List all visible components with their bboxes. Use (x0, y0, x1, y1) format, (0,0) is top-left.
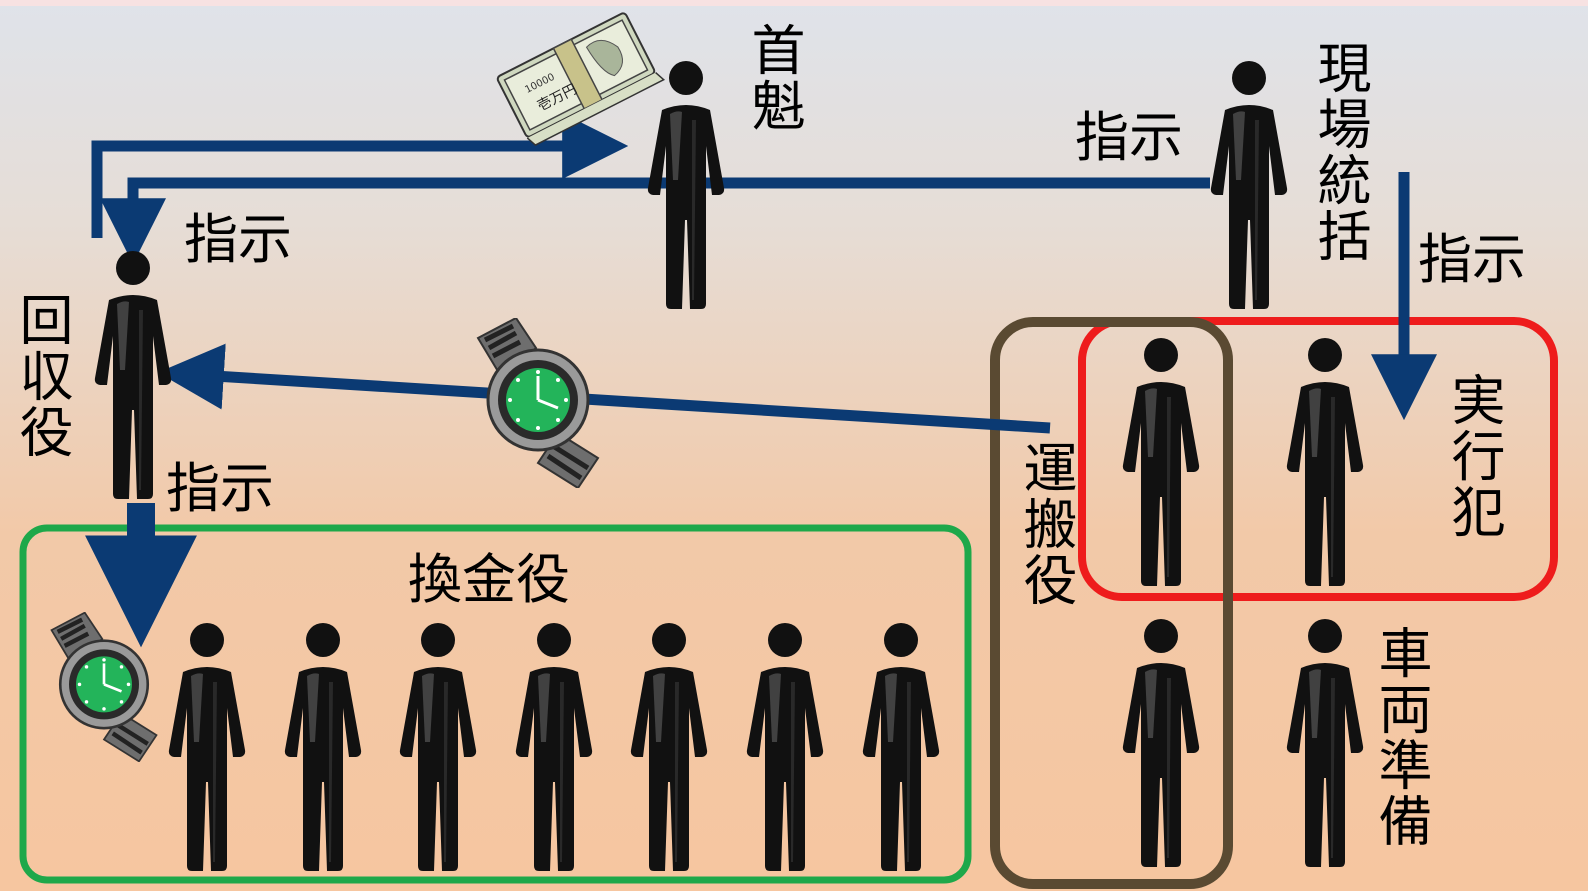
person-icon (284, 623, 362, 871)
arrow-goods-to-collector (157, 343, 1051, 434)
collector-label: 回収役 (10, 292, 73, 460)
wristwatch-icon (478, 318, 598, 488)
perpetrators-frame (1078, 317, 1558, 601)
arrow-leader-to-collector (100, 177, 1210, 265)
wristwatch-icon (52, 613, 157, 762)
instruction-label: 指示 (166, 457, 274, 520)
person-icon (1286, 619, 1364, 867)
leader-label: 首魁 (742, 22, 805, 134)
person-icon (515, 623, 593, 871)
person-icon (630, 623, 708, 871)
top-bar (0, 0, 1588, 6)
money-converter-label: 換金役 (408, 548, 570, 611)
instruction-label: 指示 (1418, 228, 1526, 291)
person-icon (647, 61, 725, 309)
person-icon (399, 623, 477, 871)
arrow-collector-to-leader (91, 113, 629, 238)
person-icon (168, 623, 246, 871)
field-supervisor-label: 現場統括 (1308, 40, 1371, 264)
person-icon (862, 623, 940, 871)
converters-frame (19, 524, 972, 884)
vehicle-prep-label: 車両準備 (1369, 625, 1432, 849)
banknote-bundle-icon: 10000 壱万円 (496, 12, 666, 146)
person-icon (1210, 61, 1288, 309)
transporter-label: 運搬役 (1014, 440, 1077, 608)
person-icon (94, 251, 172, 499)
person-icon (746, 623, 824, 871)
instruction-label: 指示 (184, 208, 292, 271)
person-icon (1122, 619, 1200, 867)
instruction-label: 指示 (1075, 106, 1183, 169)
person-icon (1286, 338, 1364, 586)
perpetrators-label: 実行犯 (1442, 372, 1505, 540)
person-icon (1122, 338, 1200, 586)
transporter-frame (990, 317, 1233, 889)
